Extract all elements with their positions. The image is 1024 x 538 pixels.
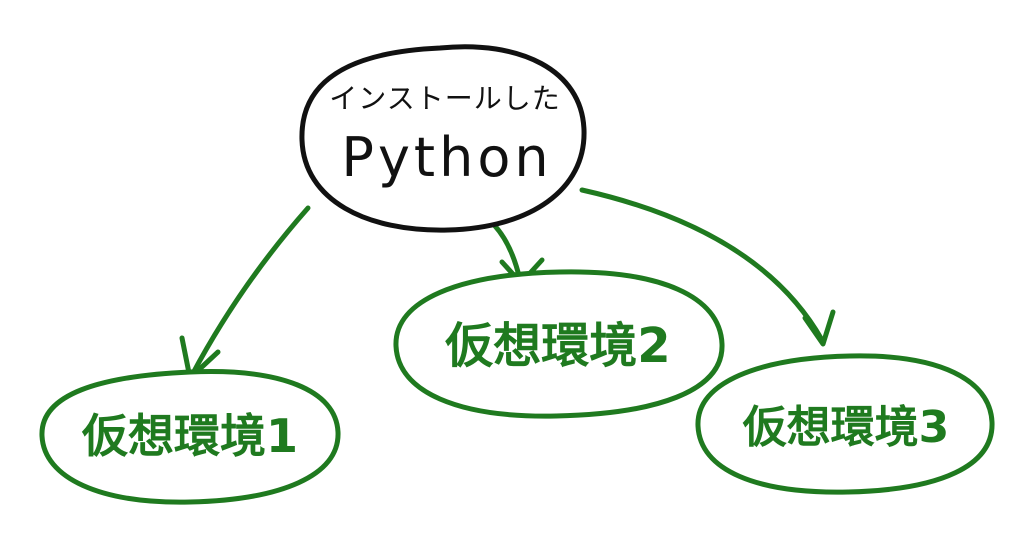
arrow-to-env3 xyxy=(579,187,825,343)
env-node-2: 仮想環境2 xyxy=(393,269,725,419)
env-node-1: 仮想環境1 xyxy=(39,369,341,505)
arrows xyxy=(179,187,836,381)
env-node-1-outline xyxy=(39,369,341,505)
root-node-outline xyxy=(299,44,587,233)
root-node-line1: インストールした xyxy=(329,82,560,115)
root-node-line2: Python xyxy=(341,126,552,189)
env-node-3-outline xyxy=(695,353,995,495)
env-node-2-outline xyxy=(393,269,725,419)
env-node-3-label: 仮想環境3 xyxy=(742,402,950,453)
env-node-3: 仮想環境3 xyxy=(695,353,995,495)
arrow-to-env1 xyxy=(189,205,311,378)
root-node: インストールした Python xyxy=(299,44,587,233)
arrowhead-env3 xyxy=(802,309,836,347)
arrow-to-env2 xyxy=(492,223,523,283)
env-node-2-label: 仮想環境2 xyxy=(444,318,670,374)
env-node-1-label: 仮想環境1 xyxy=(81,409,298,463)
